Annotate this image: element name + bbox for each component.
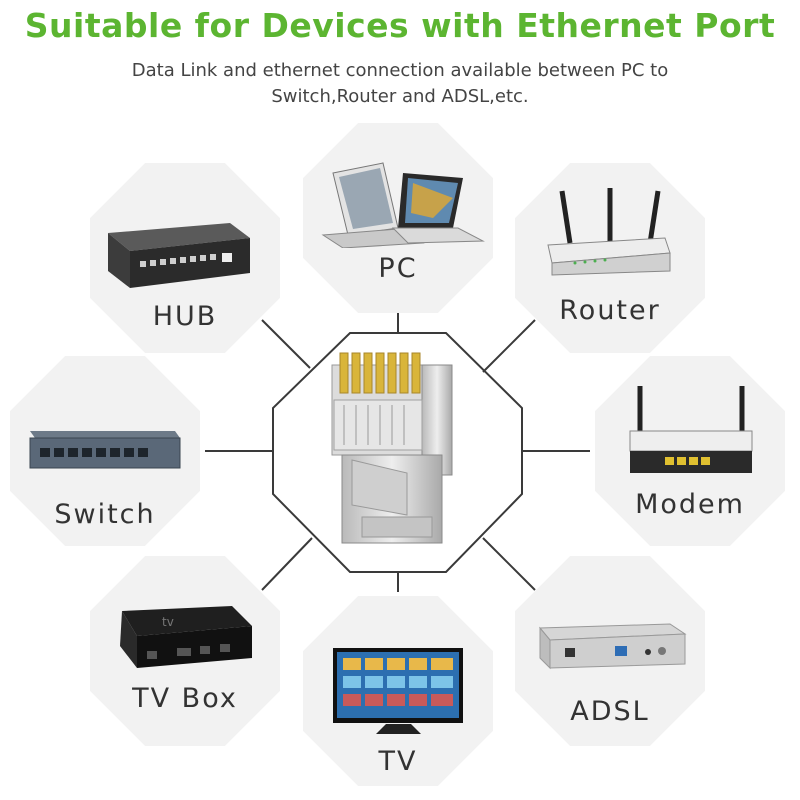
laptop-icon: [321, 162, 485, 248]
device-tile-adsl: ADSL: [515, 556, 705, 746]
device-label-switch: Switch: [54, 499, 156, 530]
device-tile-pc: PC: [303, 123, 493, 313]
page-subtitle: Data Link and ethernet connection availa…: [40, 58, 760, 110]
connector-hub: [261, 319, 311, 369]
page-title: Suitable for Devices with Ethernet Port: [24, 6, 776, 45]
tv-box-icon: tv: [120, 606, 252, 668]
device-tile-switch: Switch: [10, 356, 200, 546]
television-icon: [333, 648, 463, 734]
router-icon: [547, 188, 671, 276]
subtitle-line-1: Data Link and ethernet connection availa…: [131, 60, 669, 81]
device-tile-tv: TV: [303, 596, 493, 786]
device-label-tv: TV: [378, 746, 418, 777]
connector-adsl: [482, 537, 536, 591]
rj45-connector-icon: [331, 352, 453, 544]
device-tile-modem: Modem: [595, 356, 785, 546]
connector-tvbox: [261, 537, 313, 591]
switch-icon: [29, 431, 181, 469]
device-label-pc: PC: [378, 253, 418, 284]
device-tile-tvbox: tv TV Box: [90, 556, 280, 746]
device-label-adsl: ADSL: [570, 696, 650, 727]
hub-icon: [108, 223, 250, 288]
device-label-hub: HUB: [152, 301, 218, 332]
device-label-tv-box: TV Box: [132, 683, 238, 714]
connector-router: [482, 319, 536, 373]
device-tile-hub: HUB: [90, 163, 280, 353]
modem-icon: [629, 386, 753, 473]
device-label-router: Router: [559, 295, 661, 326]
center-octagon: [272, 332, 523, 573]
adsl-modem-icon: [538, 623, 687, 670]
device-tile-router: Router: [515, 163, 705, 353]
device-label-modem: Modem: [635, 489, 745, 520]
svg-text:tv: tv: [162, 615, 174, 629]
subtitle-line-2: Switch,Router and ADSL,etc.: [271, 86, 529, 107]
